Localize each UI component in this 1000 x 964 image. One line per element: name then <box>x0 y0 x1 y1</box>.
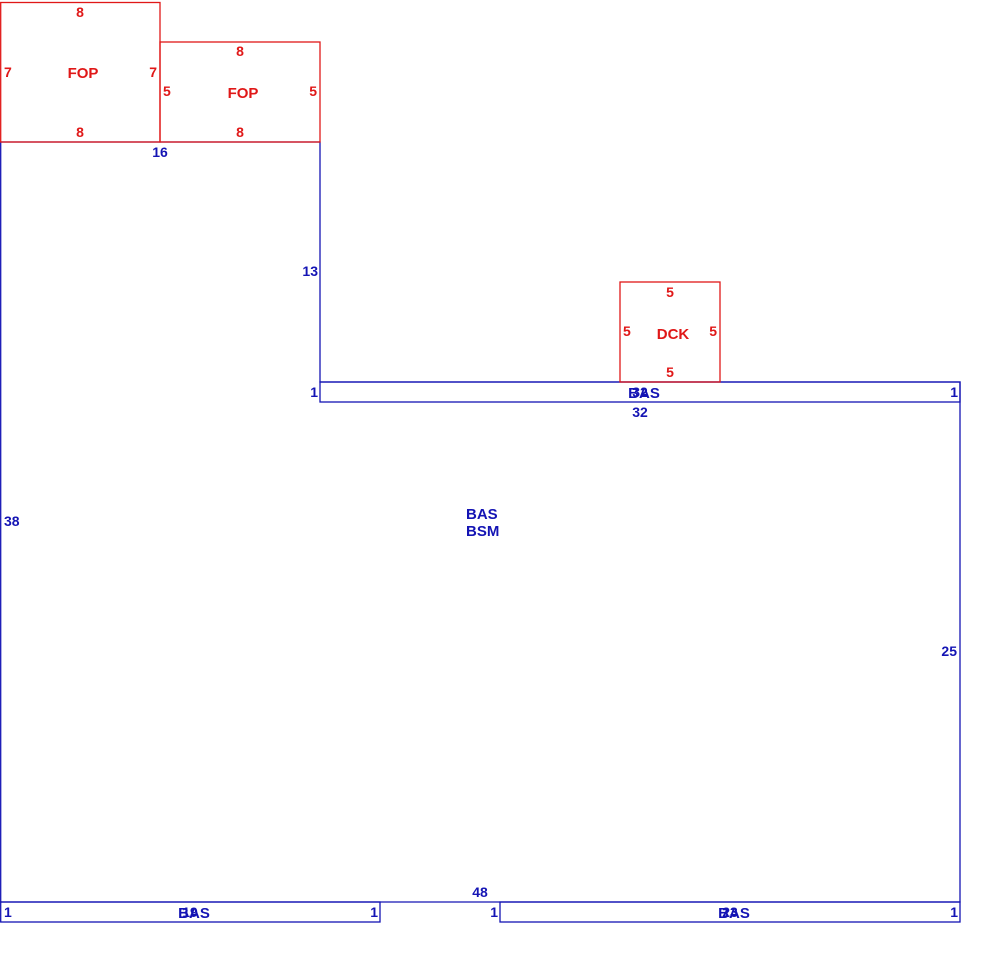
porch-left-left-dimension: 7 <box>4 64 12 80</box>
strip-bottom-left-right-dimension: 1 <box>370 904 378 920</box>
strip-bottom-left: 1 1 19 BAS <box>0 901 381 923</box>
porch-left-right-dimension: 7 <box>149 64 157 80</box>
porch-right: 8 5 5 8 FOP <box>159 41 321 143</box>
porch-right-right-dimension: 5 <box>309 83 317 99</box>
porch-left-label: FOP <box>68 65 99 82</box>
deck-right-dimension: 5 <box>709 323 717 339</box>
strip-upper-overlap-label: 32 <box>632 384 648 400</box>
strip-upper-label: BAS <box>628 385 660 402</box>
deck-left-dimension: 5 <box>623 323 631 339</box>
strip-bottom-right-right-dimension: 1 <box>950 904 958 920</box>
porch-right-outline <box>159 41 321 143</box>
strip-bottom-right-outline <box>499 901 961 923</box>
deck: 5 5 5 5 DCK <box>619 281 721 383</box>
porch-left-bottom-dimension: 8 <box>76 124 84 140</box>
strip-upper-bottom-dimension: 32 <box>632 404 648 420</box>
porch-right-label: FOP <box>228 85 259 102</box>
deck-outline <box>619 281 721 383</box>
deck-bottom-dimension: 5 <box>666 364 674 380</box>
strip-bottom-right-overlap-label: 23 <box>722 904 738 920</box>
main-right-dimension: 25 <box>941 643 957 659</box>
porch-right-left-dimension: 5 <box>163 83 171 99</box>
main-left-dimension: 38 <box>4 513 20 529</box>
main-step-dimension: 13 <box>302 263 318 279</box>
strip-upper: 1 1 32 BAS 32 <box>310 381 961 420</box>
main-bottom-dimension: 48 <box>472 884 488 900</box>
main-label-bsm: BSM <box>466 523 499 540</box>
strip-upper-left-dimension: 1 <box>310 384 318 400</box>
porch-right-top-dimension: 8 <box>236 43 244 59</box>
porch-left-top-dimension: 8 <box>76 4 84 20</box>
strip-bottom-right-label: BAS <box>718 905 750 922</box>
strip-bottom-right-left-dimension: 1 <box>490 904 498 920</box>
main-area: 16 38 13 25 48 BAS BSM <box>0 141 961 903</box>
porch-left: 8 7 7 8 FOP <box>0 1 161 143</box>
strip-bottom-right: 1 1 23 BAS <box>490 901 961 923</box>
main-label-bas: BAS <box>466 506 498 523</box>
strip-bottom-left-outline <box>0 901 381 923</box>
strip-upper-right-dimension: 1 <box>950 384 958 400</box>
deck-top-dimension: 5 <box>666 284 674 300</box>
strip-bottom-left-label: BAS <box>178 905 210 922</box>
main-top-dimension: 16 <box>152 144 168 160</box>
deck-label: DCK <box>657 326 690 343</box>
strip-bottom-left-left-dimension: 1 <box>4 904 12 920</box>
porch-right-bottom-dimension: 8 <box>236 124 244 140</box>
strip-bottom-left-overlap-label: 19 <box>182 904 198 920</box>
